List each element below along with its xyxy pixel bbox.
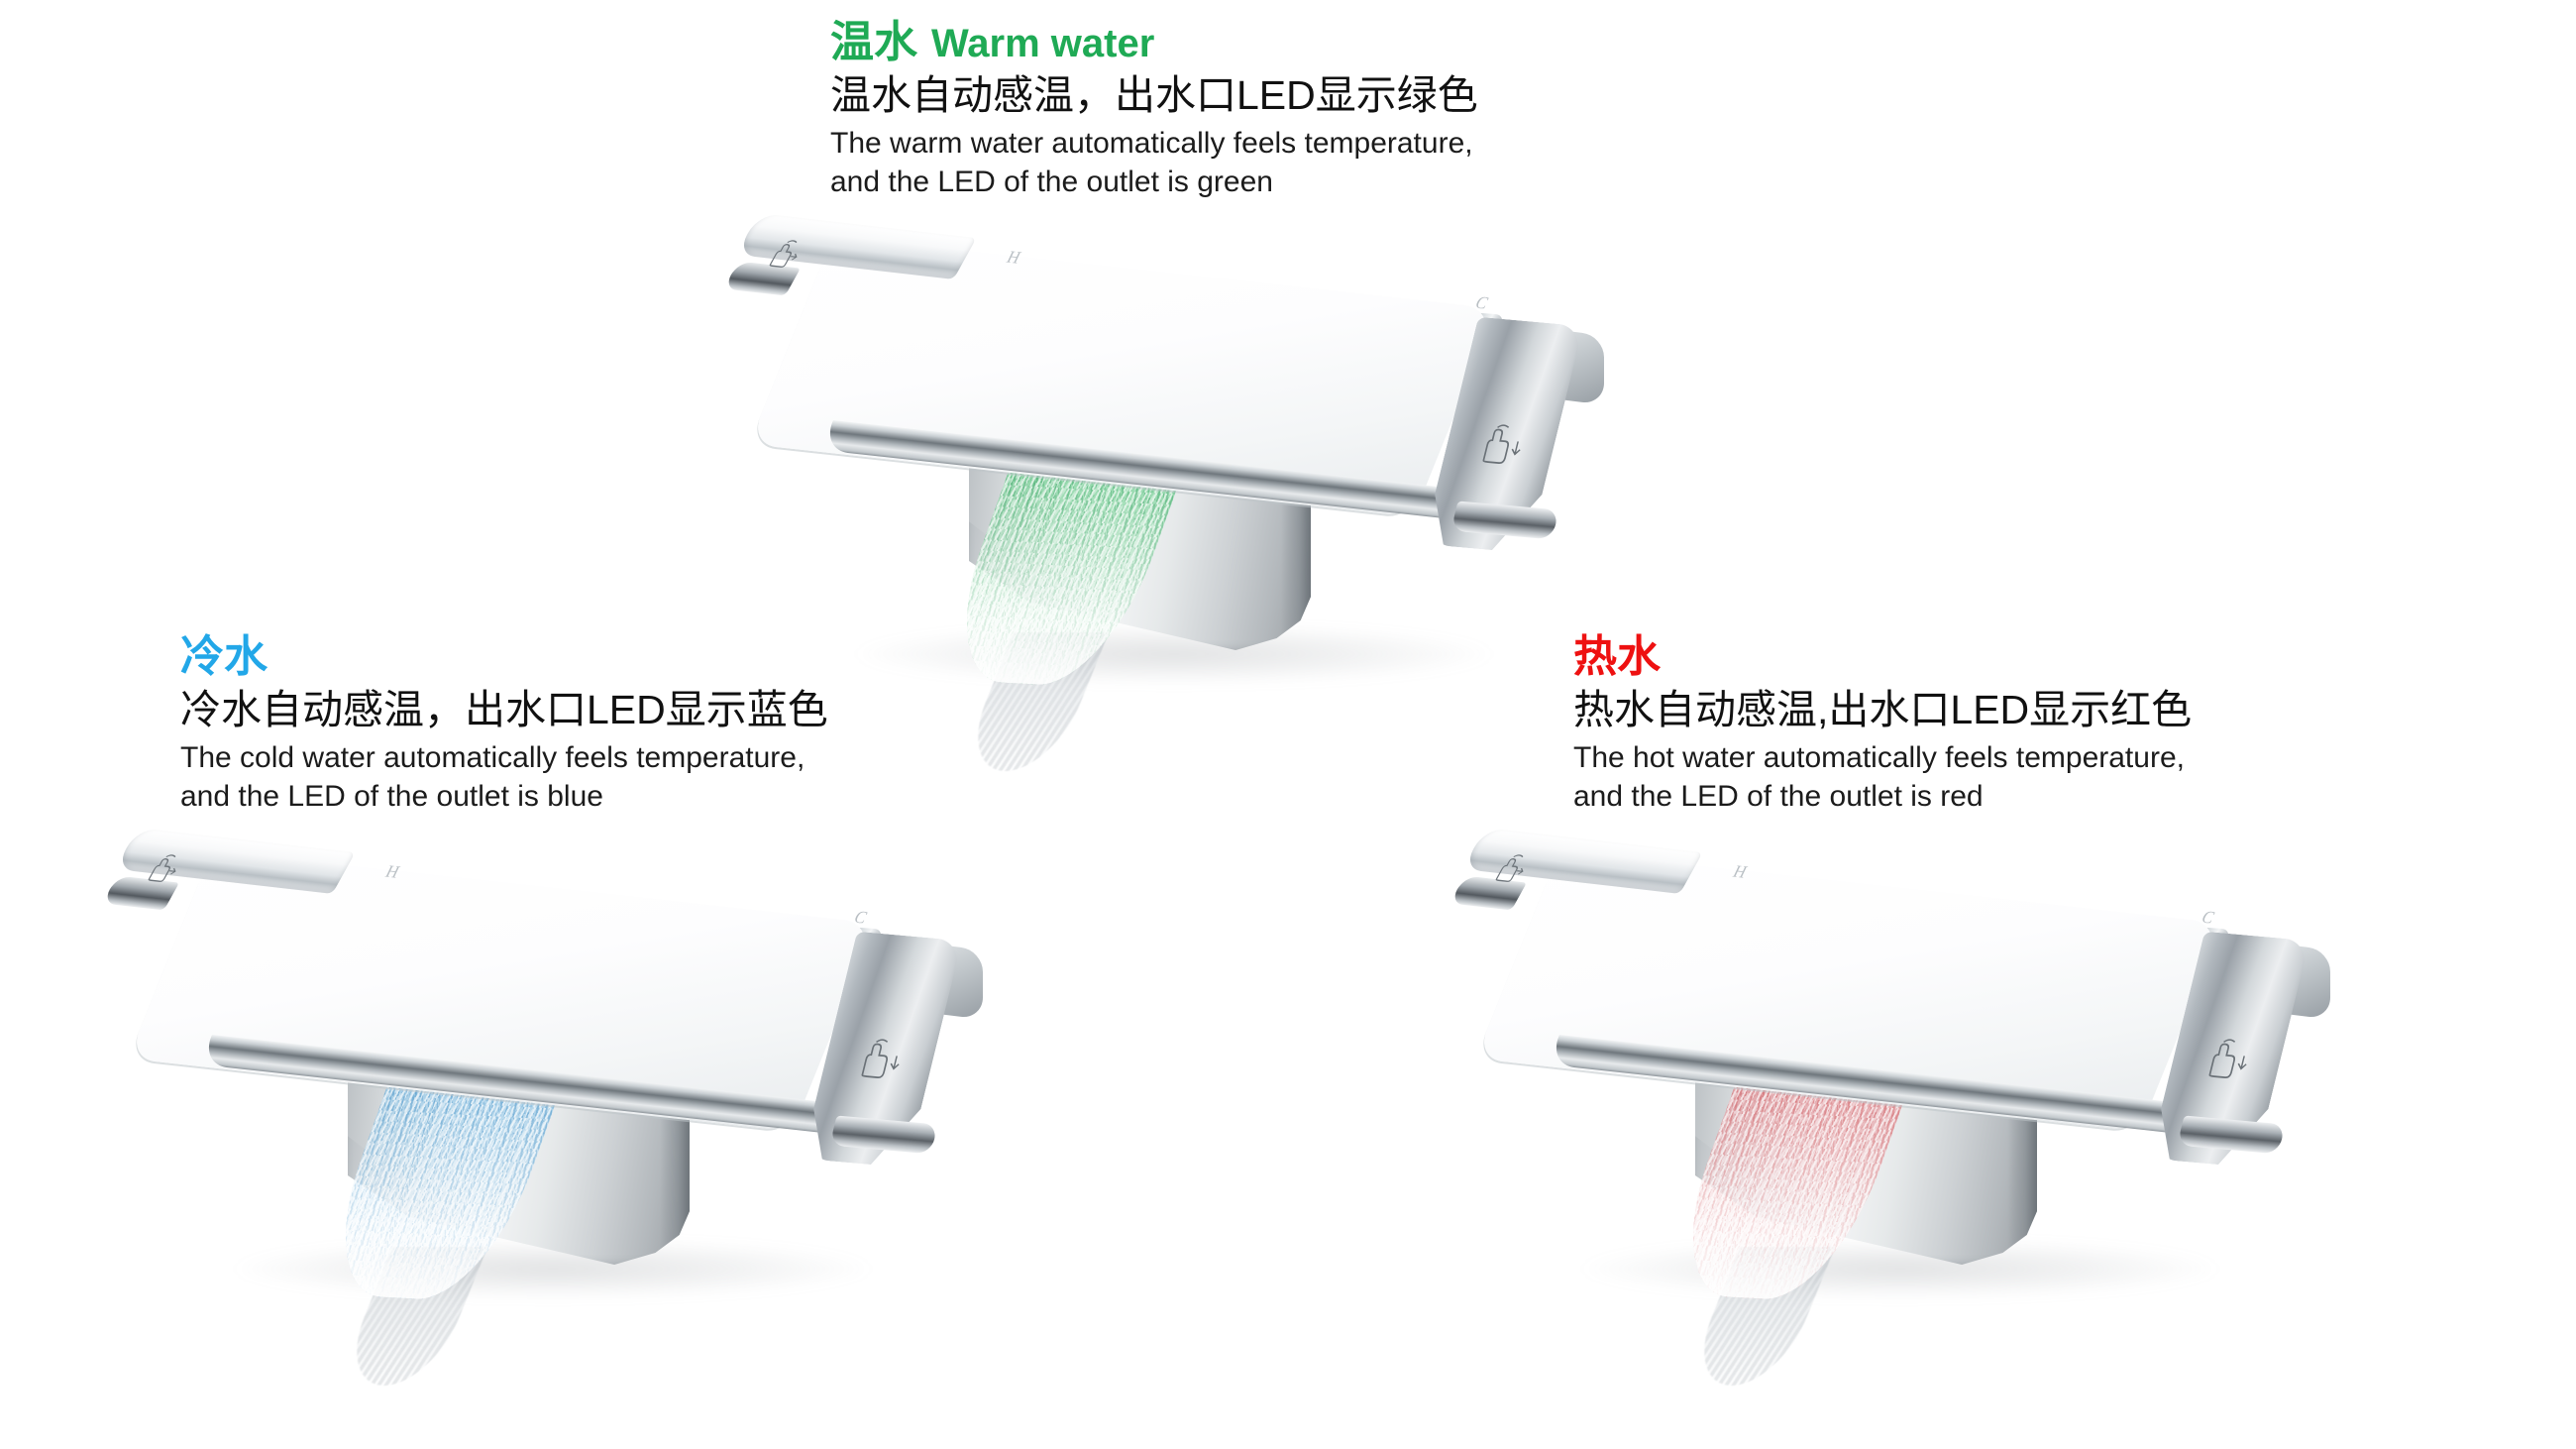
faucet-render-warm: H C	[723, 213, 1689, 771]
panel-desc-en-warm-line1: The warm water automatically feels tempe…	[830, 126, 1473, 160]
panel-desc-en-hot-line1: The hot water automatically feels temper…	[1573, 740, 2185, 774]
panel-title-cn-warm: 温水	[830, 18, 917, 66]
panel-text-warm: 温水 Warm water 温水自动感温，出水口LED显示绿色 The warm …	[830, 18, 1478, 202]
panel-desc-en-cold-line1: The cold water automatically feels tempe…	[180, 740, 805, 774]
panel-title-en-warm: Warm water	[931, 22, 1155, 65]
panel-desc-en-hot-line2: and the LED of the outlet is red	[1573, 780, 1984, 814]
panel-title-hot: 热水	[1573, 632, 2192, 681]
panel-title-warm: 温水 Warm water	[830, 18, 1478, 66]
left-lever-handle-cap	[1449, 875, 1527, 911]
left-lever-handle-cap	[102, 875, 179, 911]
panel-desc-en-cold-line2: and the LED of the outlet is blue	[180, 780, 603, 814]
cold-marking: C	[851, 907, 871, 928]
panel-desc-cn-hot: 热水自动感温,出水口LED显示红色	[1573, 687, 2193, 733]
panel-text-hot: 热水 热水自动感温,出水口LED显示红色 The hot water autom…	[1573, 632, 2193, 817]
left-lever-handle-cap	[723, 261, 801, 296]
panel-title-cn-cold: 冷水	[180, 632, 268, 681]
panel-text-cold: 冷水 冷水自动感温，出水口LED显示蓝色 The cold water auto…	[180, 632, 828, 817]
faucet-render-cold: H C	[102, 828, 1068, 1386]
cold-marking: C	[1472, 292, 1492, 313]
faucet-render-hot: H C	[1449, 828, 2415, 1386]
panel-title-cn-hot: 热水	[1573, 632, 1661, 681]
panel-desc-cn-warm: 温水自动感温，出水口LED显示绿色	[830, 72, 1478, 119]
panel-title-cold: 冷水	[180, 632, 828, 681]
panel-desc-en-warm-line2: and the LED of the outlet is green	[830, 166, 1273, 199]
panel-desc-cn-cold: 冷水自动感温，出水口LED显示蓝色	[180, 687, 828, 733]
cold-marking: C	[2199, 907, 2218, 928]
